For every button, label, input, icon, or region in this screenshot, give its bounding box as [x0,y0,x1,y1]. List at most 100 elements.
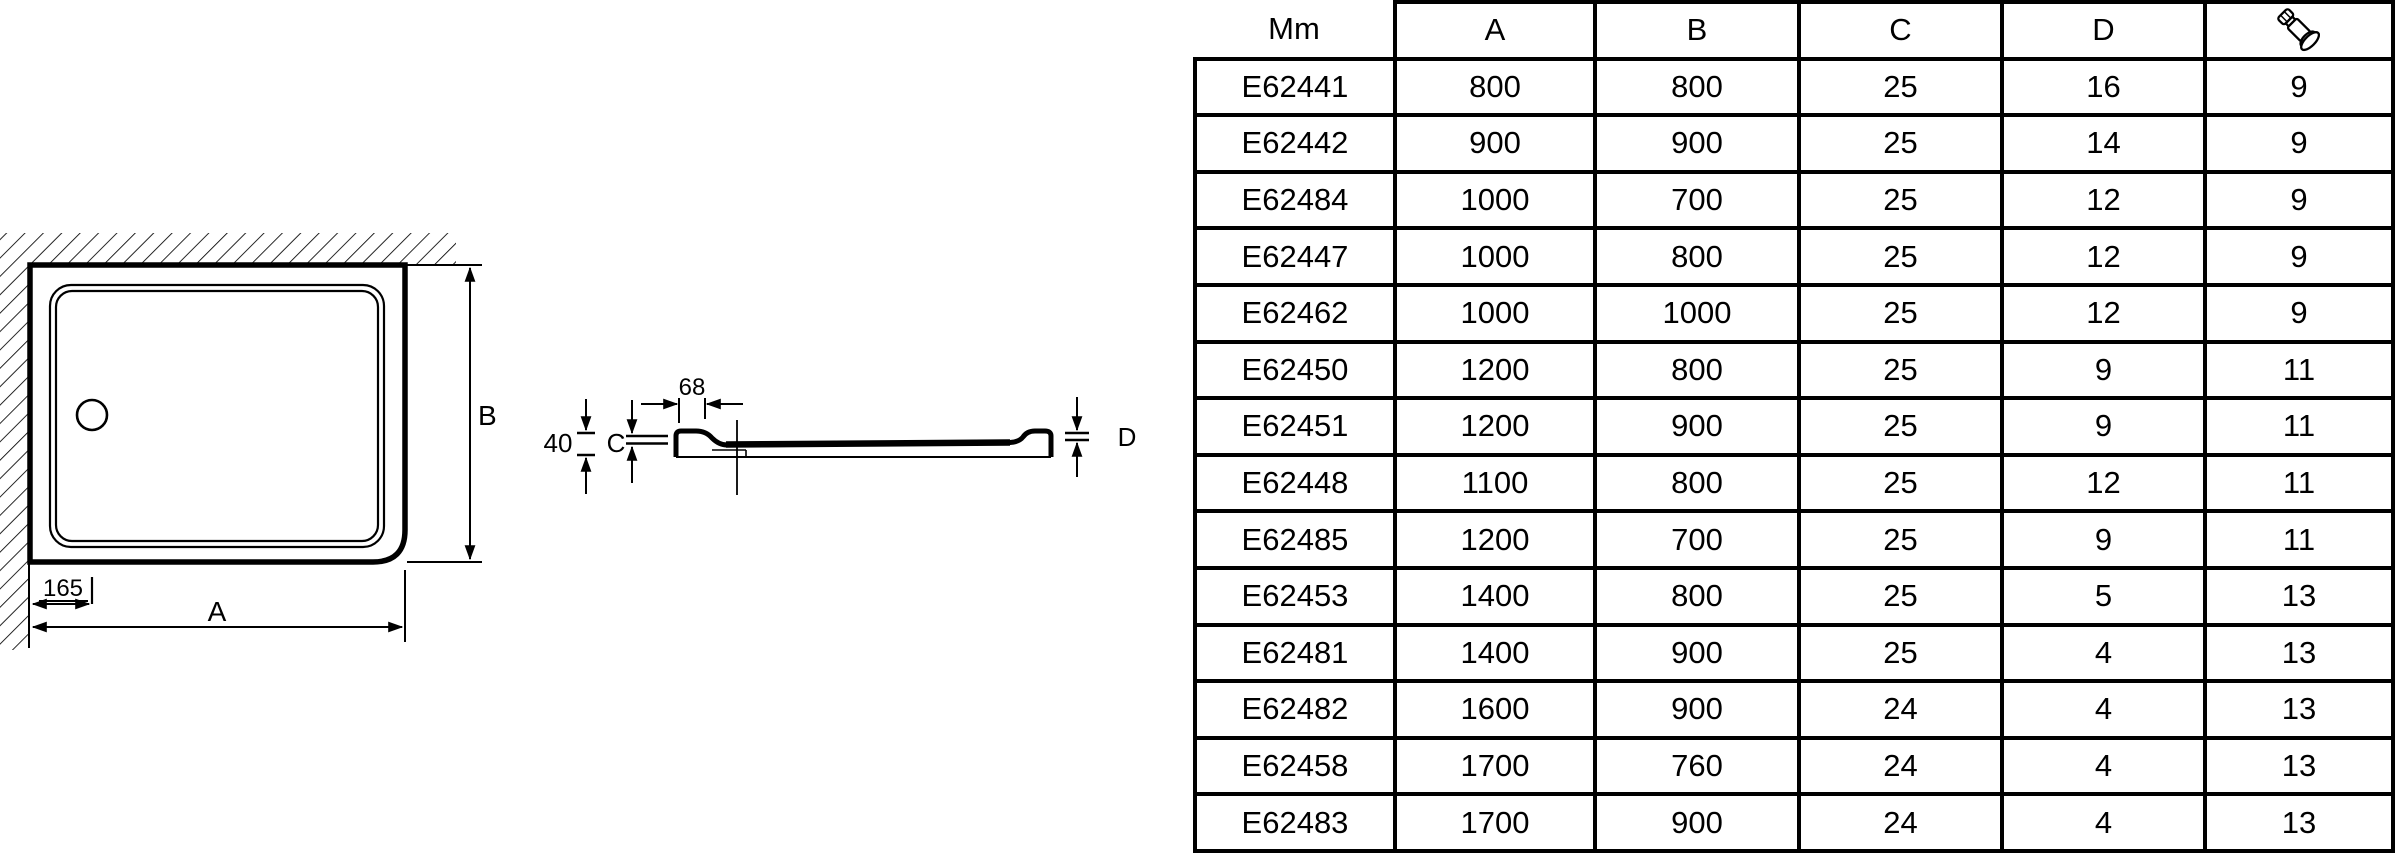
cell-c: 25 [1797,509,2004,570]
table-header-row: Mm A B C D [1195,0,2395,61]
cell-ref-code: E62485 [1193,509,1397,570]
cell-d: 12 [2000,282,2207,344]
cell-c: 25 [1797,169,2004,231]
cell-d: 4 [2000,792,2207,853]
cell-feet: 9 [2203,56,2395,118]
cell-d: 5 [2000,565,2207,627]
cell-ref-code: E62484 [1193,169,1397,231]
cell-b: 760 [1593,735,1801,797]
dim-165-label: 165 [43,575,83,602]
dim-40: 40 [544,399,595,494]
cell-b: 800 [1593,339,1801,401]
cell-d: 4 [2000,735,2207,797]
cell-c: 25 [1797,282,2004,344]
cell-a: 1200 [1393,509,1597,570]
cell-feet: 13 [2203,565,2395,627]
cell-a: 1700 [1393,792,1597,853]
cell-b: 800 [1593,452,1801,514]
cell-d: 4 [2000,679,2207,740]
cell-ref-code: E62458 [1193,735,1397,797]
cell-feet: 11 [2203,452,2395,514]
cell-feet: 9 [2203,169,2395,231]
cell-b: 800 [1593,226,1801,287]
column-header-b: B [1593,0,1801,61]
cell-a: 900 [1393,113,1597,174]
cell-feet: 9 [2203,282,2395,344]
tray-outline [27,262,408,565]
cell-feet: 13 [2203,622,2395,684]
cell-d: 12 [2000,452,2207,514]
cell-feet: 9 [2203,226,2395,287]
cell-ref-code: E62483 [1193,792,1397,853]
cell-feet: 11 [2203,509,2395,570]
dim-c: C [607,400,668,483]
dim-b: B [407,264,497,563]
column-header-ref: Mm [1195,2,1397,61]
cell-b: 900 [1593,622,1801,684]
column-header-c: C [1797,0,2004,61]
cell-d: 12 [2000,226,2207,287]
cell-b: 800 [1593,56,1801,118]
cell-c: 25 [1797,226,2004,287]
drain-hole [75,398,109,432]
dim-b-label: B [478,400,497,431]
tray-rim-inner [54,289,380,543]
cell-feet: 13 [2203,679,2395,740]
cell-c: 24 [1797,792,2004,853]
cell-ref-code: E62462 [1193,282,1397,344]
cell-b: 900 [1593,679,1801,740]
cell-ref-code: E62450 [1193,339,1397,401]
cell-ref-code: E62451 [1193,396,1397,457]
cell-b: 900 [1593,113,1801,174]
cell-ref-code: E62442 [1193,113,1397,174]
cell-c: 25 [1797,622,2004,684]
cell-feet: 13 [2203,792,2395,853]
dim-68: 68 [641,374,743,423]
dim-68-label: 68 [679,374,706,401]
column-header-feet [2203,0,2395,61]
plan-view: B A 165 [0,233,497,650]
dim-a: A [31,570,406,642]
cell-feet: 9 [2203,113,2395,174]
cell-a: 800 [1393,56,1597,118]
cell-ref-code: E62441 [1193,56,1397,118]
cell-b: 800 [1593,565,1801,627]
cell-ref-code: E62453 [1193,565,1397,627]
cell-ref-code: E62481 [1193,622,1397,684]
cell-ref-code: E62448 [1193,452,1397,514]
cell-c: 24 [1797,735,2004,797]
cell-a: 1600 [1393,679,1597,740]
cell-c: 25 [1797,113,2004,174]
cell-c: 24 [1797,679,2004,740]
cell-c: 25 [1797,56,2004,118]
tray-rim-outer [48,283,386,549]
cell-ref-code: E62447 [1193,226,1397,287]
dim-40-label: 40 [544,428,573,458]
dim-d: D [1065,397,1136,477]
dim-a-label: A [208,596,227,627]
dim-d-label: D [1118,422,1137,452]
cell-c: 25 [1797,396,2004,457]
adjustable-foot-icon [2211,6,2387,55]
cell-a: 1000 [1393,226,1597,287]
cell-d: 12 [2000,169,2207,231]
cell-b: 900 [1593,792,1801,853]
cell-a: 1400 [1393,565,1597,627]
cell-b: 1000 [1593,282,1801,344]
cell-a: 1000 [1393,282,1597,344]
dim-c-label: C [607,428,626,458]
cell-feet: 11 [2203,339,2395,401]
